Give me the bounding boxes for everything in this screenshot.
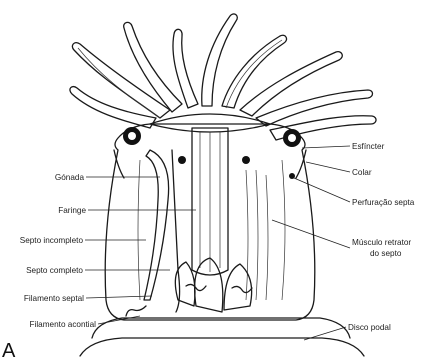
label-septo-completo: Septo completo [26, 266, 83, 275]
pedal-disc [80, 318, 364, 356]
label-septo-incompleto: Septo incompleto [20, 236, 84, 245]
label-faringe: Faringe [58, 206, 86, 215]
label-do-septo: do septo [370, 249, 402, 258]
pharynx [192, 128, 228, 275]
left-labels: Gónada Faringe Septo incompleto Septo co… [20, 173, 96, 329]
label-filamento-septal: Filamento septal [24, 294, 84, 303]
panel-letter: A [2, 340, 16, 360]
septal-filaments [126, 258, 252, 316]
label-gonada: Gónada [55, 173, 85, 182]
label-filamento-acontial: Filamento acontial [30, 320, 97, 329]
label-musculo-retrator: Músculo retrator [352, 238, 411, 247]
right-labels: Esfíncter Colar Perfuração septa Músculo… [348, 142, 415, 332]
label-esfincter: Esfíncter [352, 142, 385, 151]
label-colar: Colar [352, 168, 372, 177]
tentacles [70, 14, 376, 140]
septa [144, 150, 295, 312]
label-disco-podal: Disco podal [348, 323, 391, 332]
label-perfuracao-septa: Perfuração septa [352, 198, 415, 207]
